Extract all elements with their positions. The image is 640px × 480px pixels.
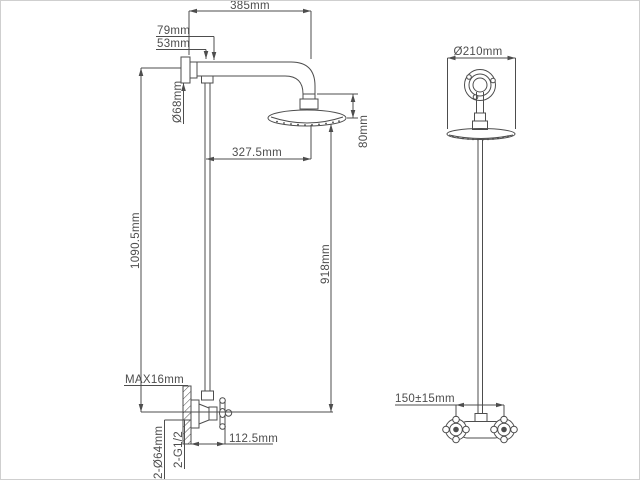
dim-80-label: 80mm — [358, 115, 370, 148]
dimension-2xg12: 2-G1/2 — [173, 420, 185, 469]
dimension-1090: 1090.5mm — [130, 67, 181, 412]
dim-210-label: Ø210mm — [453, 46, 502, 58]
dim-68-label: Ø68mm — [172, 81, 184, 123]
mixer-valve-front — [442, 413, 518, 444]
dimension-79: 79mm — [156, 25, 217, 60]
mixer-valve-side — [190, 390, 233, 430]
riser-pipe — [201, 75, 214, 391]
shower-head-side — [267, 109, 347, 127]
dim-150-label: 150±15mm — [395, 393, 455, 405]
dim-112-label: 112.5mm — [229, 433, 278, 445]
dimension-385: 385mm — [188, 1, 312, 59]
dimension-53: 53mm — [156, 38, 209, 59]
wall-flange-side — [180, 56, 198, 84]
dimension-80: 80mm — [317, 93, 370, 148]
wall-flange-front — [464, 69, 496, 101]
dimension-max16: MAX16mm — [124, 374, 188, 386]
dim-2x64-label: 2-Ø64mm — [153, 426, 165, 479]
drop-arm-front — [472, 92, 488, 130]
dim-327-label: 327.5mm — [232, 147, 282, 159]
dim-max16-label: MAX16mm — [125, 374, 184, 386]
dimension-112: 112.5mm — [191, 418, 278, 447]
dimension-68: Ø68mm — [172, 81, 186, 124]
dim-918-label: 918mm — [320, 244, 332, 284]
dimension-210: Ø210mm — [447, 46, 516, 129]
dim-1090-label: 1090.5mm — [130, 212, 142, 269]
right-handle — [490, 415, 518, 444]
dimension-2x64: 2-Ø64mm — [153, 419, 191, 479]
shower-arm — [197, 61, 319, 110]
left-handle — [442, 415, 470, 444]
dim-385-label: 385mm — [230, 1, 270, 12]
side-view: 385mm 79mm 53mm Ø68mm 327.5mm — [124, 1, 370, 479]
dim-53-label: 53mm — [157, 38, 190, 50]
drop-pipe-front — [477, 139, 483, 413]
dim-2xg12-label: 2-G1/2 — [173, 431, 185, 468]
dimension-327: 327.5mm — [206, 125, 312, 162]
dim-79-label: 79mm — [157, 25, 190, 37]
front-view: Ø210mm 150±15mm — [395, 46, 518, 444]
shower-head-front — [446, 128, 516, 141]
dimension-918: 918mm — [320, 124, 334, 412]
dimension-150: 150±15mm — [395, 393, 505, 417]
